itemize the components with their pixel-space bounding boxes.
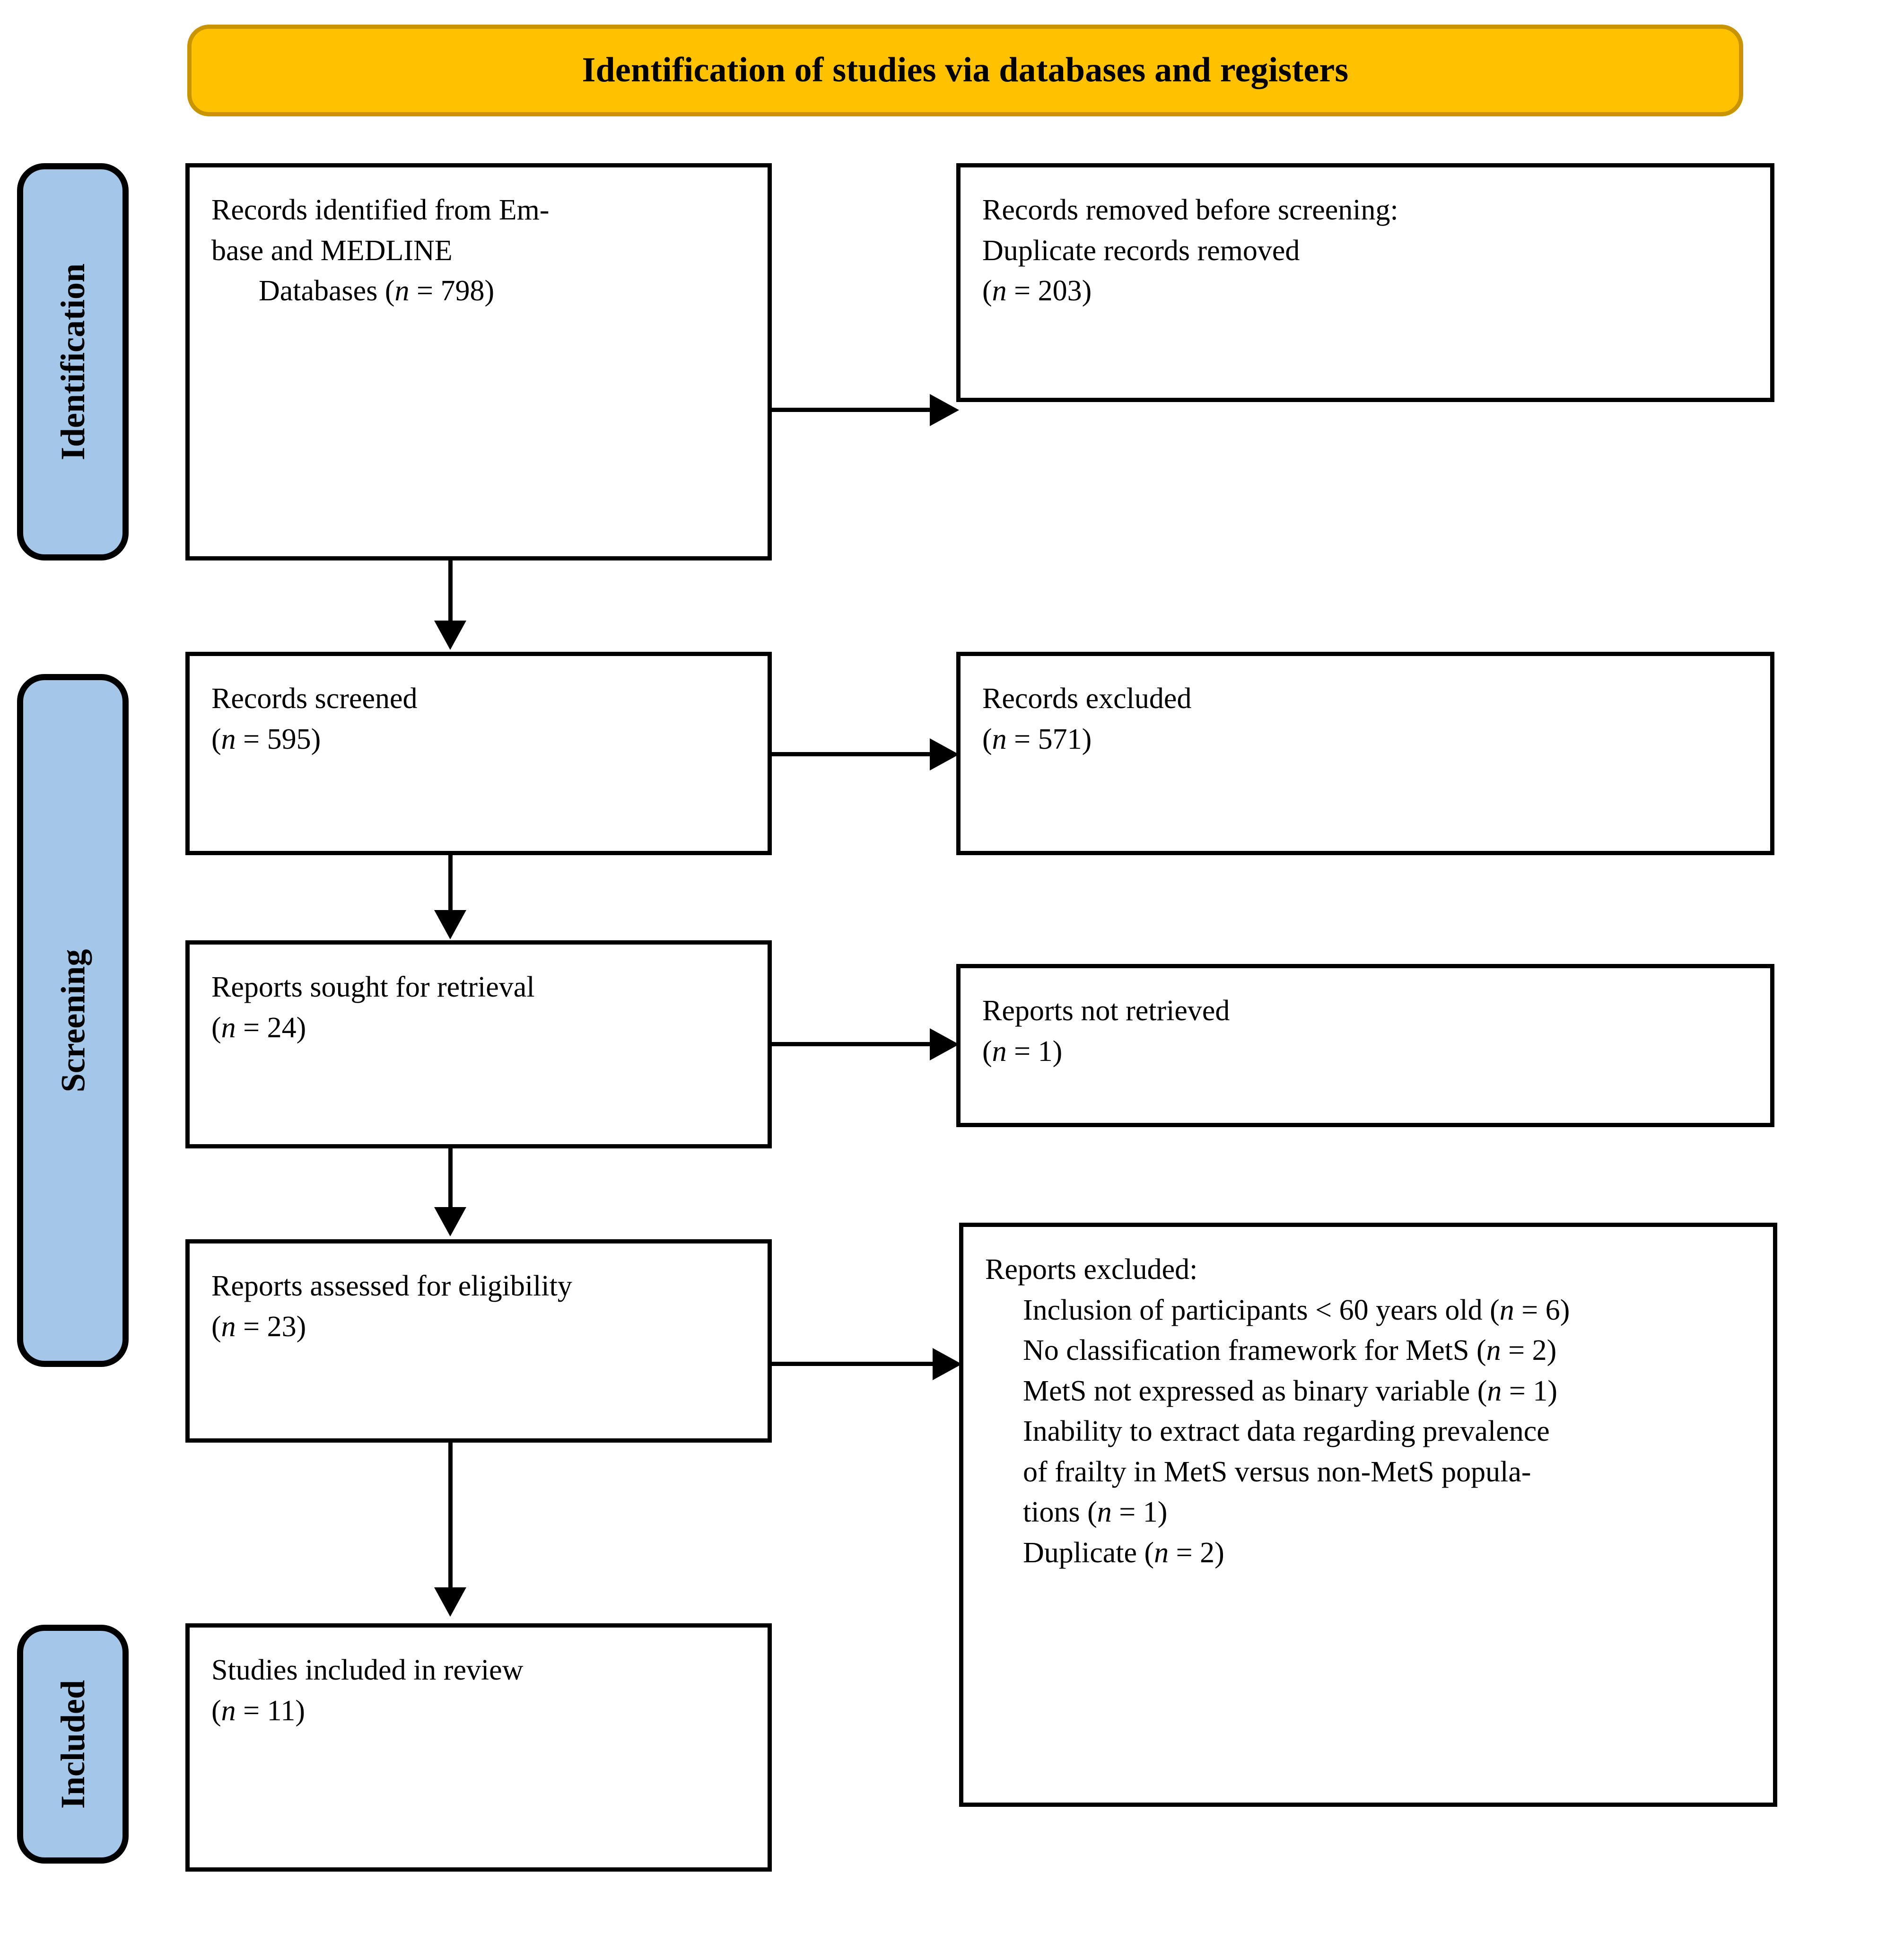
records-identified-count-value: = 798) [409,275,495,307]
box-reports-assessed: Reports assessed for eligibility (n = 23… [185,1239,772,1443]
reports-not-retrieved-count-prefix: ( [982,1035,992,1068]
list-item: of frailty in MetS versus non-MetS popul… [1023,1455,1531,1488]
records-screened-line1: Records screened [211,683,418,715]
reports-not-retrieved-line2: (n = 1) [982,1032,1748,1072]
reports-not-retrieved-line1: Reports not retrieved [982,995,1230,1027]
list-item: tions (n = 1) [1023,1492,1751,1533]
reports-excluded-heading: Reports excluded: [985,1253,1198,1286]
reason-2-text: No classification framework for MetS ( [1023,1334,1486,1367]
records-removed-line2: Duplicate records removed [982,234,1300,267]
box-studies-included: Studies included in review (n = 11) [185,1623,772,1872]
connector-assessed-to-included [448,1442,453,1589]
studies-included-line1: Studies included in review [211,1654,524,1686]
arrowhead-identified-to-removed [930,394,959,426]
reason-2-count: = 2) [1501,1334,1557,1367]
box-reports-not-retrieved: Reports not retrieved (n = 1) [956,964,1774,1127]
arrowhead-screened-to-sought [434,910,466,939]
records-removed-line3: (n = 203) [982,271,1748,312]
reports-assessed-count-prefix: ( [211,1310,221,1343]
records-excluded-n-symbol: n [992,723,1007,755]
list-item: Duplicate (n = 2) [1023,1533,1751,1574]
reports-sought-line2: (n = 24) [211,1008,746,1049]
reports-assessed-line1: Reports assessed for eligibility [211,1270,572,1302]
arrowhead-sought-to-assessed [434,1207,466,1236]
records-removed-count-prefix: ( [982,275,992,307]
stage-rail-included-label: Included [54,1680,92,1809]
stage-rail-included: Included [17,1625,129,1864]
stage-rail-screening-label: Screening [54,949,92,1092]
stage-rail-screening: Screening [17,674,129,1367]
records-identified-n-symbol: n [394,275,410,307]
reports-assessed-n-symbol: n [221,1310,236,1343]
studies-included-line2: (n = 11) [211,1691,746,1732]
arrowhead-identified-to-screened [434,621,466,650]
list-item: Inability to extract data regarding prev… [1023,1415,1550,1448]
reason-4-n-symbol: n [1097,1496,1112,1529]
records-screened-count-prefix: ( [211,723,221,755]
records-screened-n-symbol: n [221,723,236,755]
reason-5-count: = 2) [1169,1536,1224,1569]
reason-4-text: tions ( [1023,1496,1097,1529]
reports-sought-count-prefix: ( [211,1011,221,1044]
connector-screened-to-excluded [771,752,931,756]
reports-assessed-line2: (n = 23) [211,1307,746,1348]
reason-3-n-symbol: n [1487,1375,1502,1407]
stage-rail-identification: Identification [17,163,129,560]
connector-assessed-to-reportsexcluded [771,1362,934,1366]
reason-1-text: Inclusion of participants < 60 years old… [1023,1294,1500,1326]
studies-included-n-symbol: n [221,1694,236,1727]
records-screened-count-value: = 595) [236,723,321,755]
connector-identified-to-screened [448,560,453,623]
reason-2-n-symbol: n [1486,1334,1501,1367]
connector-sought-to-assessed [448,1147,453,1209]
connector-sought-to-notretrieved [771,1042,931,1046]
reports-sought-n-symbol: n [221,1011,236,1044]
reason-3-count: = 1) [1502,1375,1557,1407]
page-title: Identification of studies via databases … [582,51,1349,90]
studies-included-count-value: = 11) [236,1694,305,1727]
reports-not-retrieved-n-symbol: n [992,1035,1007,1068]
records-removed-count-value: = 203) [1006,275,1092,307]
reports-not-retrieved-count-value: = 1) [1006,1035,1063,1068]
list-item: Inclusion of participants < 60 years old… [1023,1290,1751,1331]
box-records-identified: Records identified from Em- base and MED… [185,163,772,560]
connector-identified-to-removed [771,408,931,412]
records-identified-line1: Records identified from Em- [211,194,550,226]
reason-5-text: Duplicate ( [1023,1536,1154,1569]
reports-sought-count-value: = 24) [236,1011,306,1044]
stage-rail-identification-label: Identification [54,263,92,461]
box-reports-sought: Reports sought for retrieval (n = 24) [185,940,772,1148]
box-reports-excluded: Reports excluded: Inclusion of participa… [959,1223,1777,1807]
box-records-excluded: Records excluded (n = 571) [956,652,1774,855]
reports-excluded-reason-list: Inclusion of participants < 60 years old… [985,1290,1751,1574]
records-removed-n-symbol: n [992,275,1007,307]
records-removed-line1: Records removed before screening: [982,194,1398,226]
arrowhead-assessed-to-reportsexcluded [933,1348,962,1380]
header-banner: Identification of studies via databases … [187,25,1743,116]
records-excluded-line1: Records excluded [982,683,1192,715]
connector-screened-to-sought [448,854,453,912]
records-excluded-count-prefix: ( [982,723,992,755]
box-records-screened: Records screened (n = 595) [185,652,772,855]
reason-1-n-symbol: n [1499,1294,1514,1326]
studies-included-count-prefix: ( [211,1694,221,1727]
box-records-removed: Records removed before screening: Duplic… [956,163,1774,402]
records-excluded-line2: (n = 571) [982,719,1748,760]
reason-3-text: MetS not expressed as binary variable ( [1023,1375,1487,1407]
reason-5-n-symbol: n [1154,1536,1169,1569]
records-identified-line3: Databases (n = 798) [211,271,746,312]
reason-4-count: = 1) [1111,1496,1168,1529]
records-excluded-count-value: = 571) [1006,723,1092,755]
reason-1-count: = 6) [1514,1294,1570,1326]
list-item: MetS not expressed as binary variable (n… [1023,1371,1751,1412]
records-identified-count-prefix: Databases ( [259,275,395,307]
arrowhead-sought-to-notretrieved [930,1028,959,1060]
records-identified-line2: base and MEDLINE [211,234,453,267]
records-screened-line2: (n = 595) [211,719,746,760]
arrowhead-assessed-to-included [434,1587,466,1617]
arrowhead-screened-to-excluded [930,738,959,770]
list-item: No classification framework for MetS (n … [1023,1331,1751,1371]
reports-assessed-count-value: = 23) [236,1310,306,1343]
reports-sought-line1: Reports sought for retrieval [211,971,535,1003]
